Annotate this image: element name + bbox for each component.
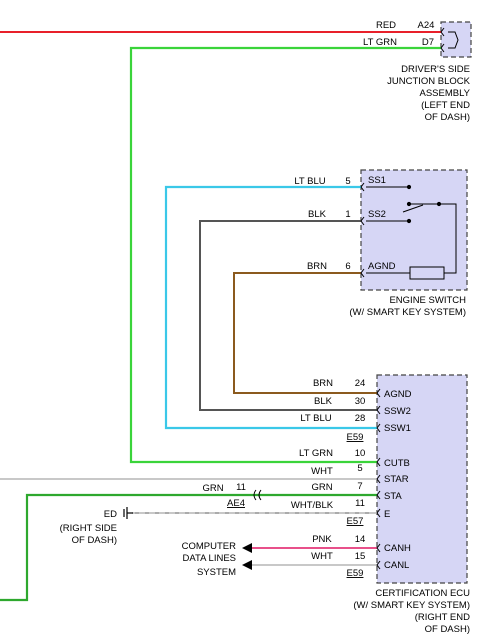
- ae4-connector-name: AE4: [227, 498, 245, 509]
- ecu-terminal-agnd: AGND: [384, 389, 412, 400]
- ecu-pin-15: 15: [355, 551, 366, 562]
- es-wire-ltblu-label: LT BLU: [294, 176, 325, 187]
- ecu-pin-7: 7: [357, 481, 362, 492]
- canh-arrow: [242, 543, 252, 553]
- ecu-pin-5: 5: [357, 463, 362, 474]
- ae4-wire-grn-label: GRN: [202, 483, 223, 494]
- ecu-pin-30: 30: [355, 396, 366, 407]
- ground-symbol: [123, 507, 133, 519]
- svg-text:(LEFT END: (LEFT END: [421, 100, 470, 111]
- ae4-pin-11: 11: [236, 482, 246, 493]
- ecu-terminal-ssw2: SSW2: [384, 406, 411, 417]
- ecu-wire-wht2-label: WHT: [311, 551, 333, 562]
- junction-block-box: [440, 21, 472, 58]
- svg-text:OF DASH): OF DASH): [72, 535, 117, 546]
- certification-ecu-label: CERTIFICATION ECU (W/ SMART KEY SYSTEM) …: [353, 588, 470, 635]
- canl-arrow: [242, 560, 252, 570]
- ecu-terminal-sta: STA: [384, 491, 402, 502]
- svg-text:(RIGHT SIDE: (RIGHT SIDE: [60, 523, 117, 534]
- svg-text:CERTIFICATION ECU: CERTIFICATION ECU: [375, 588, 470, 599]
- ground-location-label: (RIGHT SIDE OF DASH): [60, 523, 117, 546]
- ecu-wire-brn-label: BRN: [313, 378, 333, 389]
- computer-data-lines-label: COMPUTER DATA LINES SYSTEM: [182, 541, 237, 578]
- wire-grn-sta: [0, 493, 377, 602]
- jb-pin-d7: D7: [422, 37, 434, 48]
- ecu-wire-ltblu-label: LT BLU: [300, 413, 331, 424]
- svg-text:OF DASH): OF DASH): [425, 112, 470, 123]
- ecu-connector-e59-upper: E59: [347, 432, 364, 443]
- engine-switch-label: ENGINE SWITCH (W/ SMART KEY SYSTEM): [349, 295, 466, 318]
- ecu-connector-e59-lower: E59: [347, 568, 364, 579]
- ecu-terminal-star: STAR: [384, 474, 409, 485]
- ecu-wire-wht-label: WHT: [311, 466, 333, 477]
- svg-text:ASSEMBLY: ASSEMBLY: [419, 88, 470, 99]
- junction-block-label: DRIVER'S SIDE JUNCTION BLOCK ASSEMBLY (L…: [387, 64, 471, 123]
- es-wire-blk-label: BLK: [308, 209, 327, 220]
- wire-blk-ssw2: [199, 220, 377, 411]
- ecu-connector-e57: E57: [347, 516, 364, 527]
- jb-wire-ltgrn-label: LT GRN: [363, 37, 397, 48]
- svg-text:SYSTEM: SYSTEM: [197, 567, 236, 578]
- engine-switch-internal: [366, 184, 457, 280]
- svg-text:COMPUTER: COMPUTER: [182, 541, 237, 552]
- ecu-pin-28: 28: [355, 413, 366, 424]
- connector-marks: [360, 27, 445, 570]
- ecu-wire-grn-label: GRN: [311, 482, 332, 493]
- ecu-wire-blk-label: BLK: [314, 396, 333, 407]
- ecu-pin-24: 24: [355, 378, 366, 389]
- wire-ltblu-ssw1: [164, 185, 377, 430]
- ecu-terminal-canh: CANH: [384, 543, 411, 554]
- svg-text:ENGINE SWITCH: ENGINE SWITCH: [389, 295, 466, 306]
- jb-wire-red-label: RED: [376, 20, 396, 31]
- svg-text:JUNCTION BLOCK: JUNCTION BLOCK: [387, 76, 471, 87]
- junction-internal-link: [448, 31, 459, 49]
- es-pin-5: 5: [345, 176, 350, 187]
- ecu-wire-ltgrn-label: LT GRN: [299, 448, 333, 459]
- svg-text:DRIVER'S SIDE: DRIVER'S SIDE: [401, 64, 470, 75]
- ecu-terminal-ssw1: SSW1: [384, 423, 411, 434]
- certification-ecu-box: [376, 374, 468, 584]
- svg-text:(W/ SMART KEY SYSTEM): (W/ SMART KEY SYSTEM): [349, 307, 466, 318]
- ecu-pin-11: 11: [355, 498, 365, 509]
- ae4-connector-mark: [253, 489, 262, 501]
- es-wire-brn-label: BRN: [307, 261, 327, 272]
- es-terminal-ss1: SS1: [368, 175, 386, 186]
- ecu-terminal-cutb: CUTB: [384, 458, 410, 469]
- ecu-wire-pnk-label: PNK: [312, 534, 332, 545]
- wire-ltgrn-cutb: [129, 46, 441, 464]
- es-terminal-ss2: SS2: [368, 209, 386, 220]
- svg-text:(RIGHT END: (RIGHT END: [415, 612, 470, 623]
- ground-name-ed: ED: [104, 509, 117, 520]
- wire-brn-agnd: [233, 272, 377, 394]
- ecu-wire-whtblk-label: WHT/BLK: [291, 500, 334, 511]
- es-terminal-agnd: AGND: [368, 261, 396, 272]
- ecu-pin-10: 10: [355, 448, 366, 459]
- ecu-terminal-canl: CANL: [384, 560, 409, 571]
- ecu-pin-14: 14: [355, 534, 366, 545]
- es-pin-1: 1: [345, 209, 350, 220]
- svg-text:DATA LINES: DATA LINES: [183, 553, 237, 564]
- ecu-terminal-e: E: [384, 509, 390, 520]
- svg-text:(W/ SMART KEY SYSTEM): (W/ SMART KEY SYSTEM): [353, 600, 470, 611]
- svg-text:OF DASH): OF DASH): [425, 624, 470, 635]
- jb-pin-a24: A24: [418, 20, 435, 31]
- es-pin-6: 6: [345, 261, 350, 272]
